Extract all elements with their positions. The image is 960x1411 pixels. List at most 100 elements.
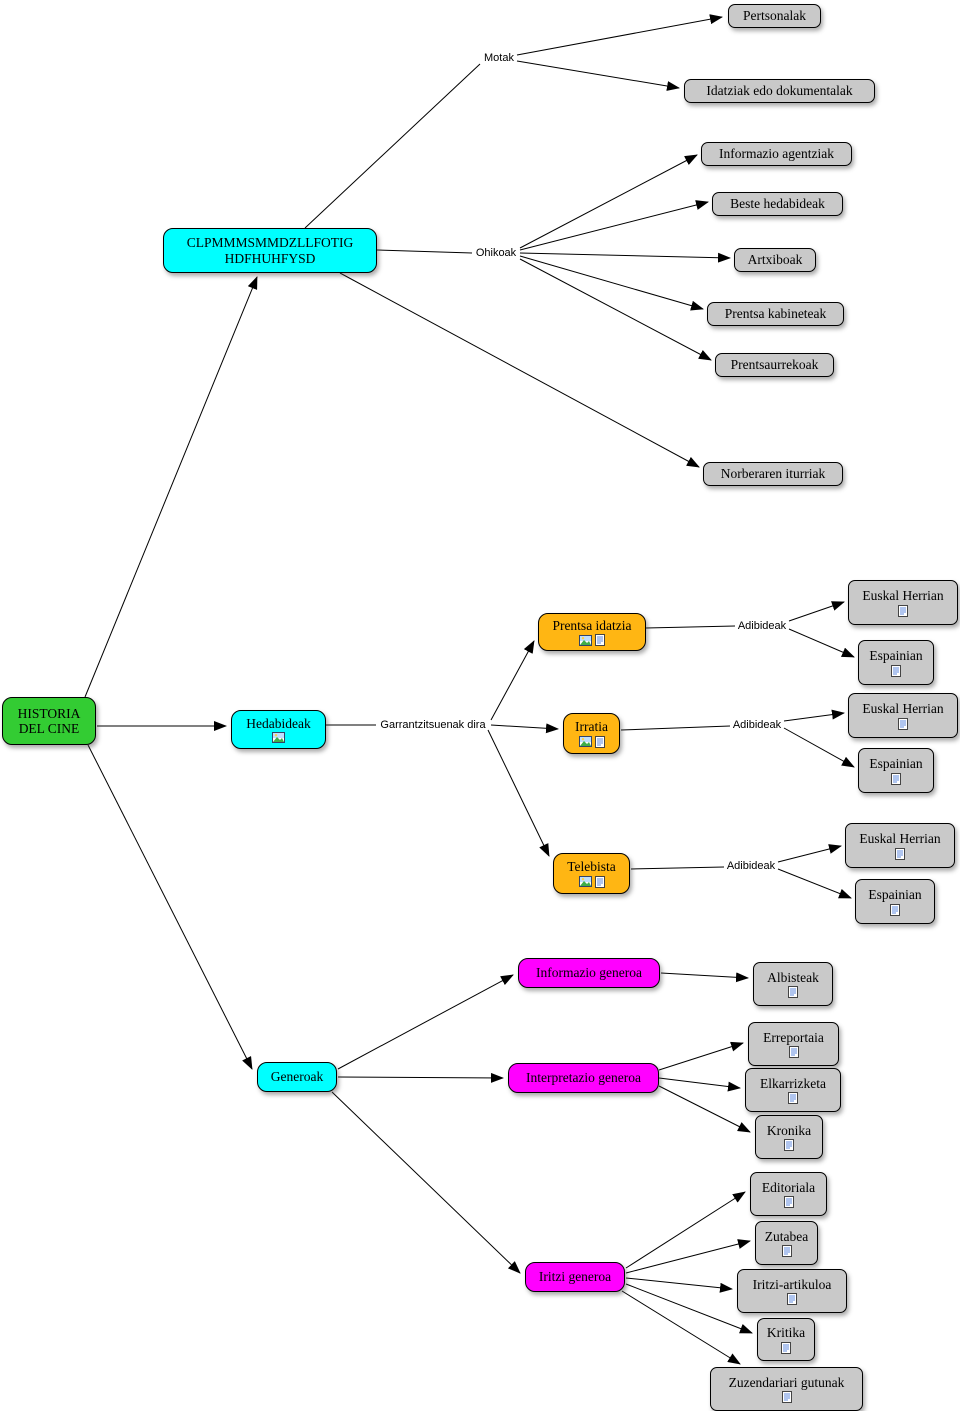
edge-line — [337, 1072, 504, 1083]
edge-line — [645, 625, 736, 629]
resource-icons — [787, 1293, 797, 1306]
document-icon[interactable] — [784, 1139, 794, 1152]
edge-line — [788, 601, 845, 622]
edge-label-ohikoak[interactable]: Ohikoak — [473, 247, 519, 259]
resource-icons — [891, 664, 901, 677]
node-informazio-generoa[interactable]: Informazio generoa — [518, 958, 660, 988]
image-icon[interactable] — [578, 876, 592, 888]
node-elkarrizketa[interactable]: Elkarrizketa — [745, 1068, 841, 1112]
edge-line — [331, 1091, 521, 1274]
edge-line — [625, 1277, 733, 1293]
edge-line — [783, 727, 855, 768]
node-iritzi-artikuloa[interactable]: Iritzi-artikuloa — [737, 1269, 847, 1313]
edge-line — [783, 709, 845, 722]
node-generoak[interactable]: Generoak — [257, 1062, 337, 1092]
node-historia-del-cine[interactable]: HISTORIA DEL CINE — [2, 697, 96, 745]
node-iritzi-generoa[interactable]: Iritzi generoa — [525, 1262, 625, 1292]
node-label: Artxiboak — [747, 252, 803, 268]
document-icon[interactable] — [594, 735, 605, 748]
node-label: Iritzi generoa — [538, 1269, 612, 1285]
node-zutabea[interactable]: Zutabea — [755, 1221, 818, 1265]
document-icon[interactable] — [891, 664, 901, 677]
node-kronika[interactable]: Kronika — [755, 1115, 823, 1159]
node-label: Informazio generoa — [535, 965, 643, 981]
resource-icons — [783, 1196, 794, 1209]
node-editoriala[interactable]: Editoriala — [750, 1172, 827, 1216]
document-icon[interactable] — [898, 717, 908, 730]
edge-label-adibideak-irratia[interactable]: Adibideak — [730, 719, 784, 731]
node-label: Telebista — [567, 859, 616, 875]
node-espainian-telebista[interactable]: Espainian — [855, 879, 935, 924]
edge-label-motak[interactable]: Motak — [482, 52, 516, 64]
document-icon[interactable] — [891, 772, 901, 785]
document-icon[interactable] — [594, 875, 605, 888]
document-icon[interactable] — [783, 1196, 794, 1209]
document-icon[interactable] — [781, 1245, 792, 1258]
edge-label-adibideak-prentsa[interactable]: Adibideak — [735, 620, 789, 632]
edge-line — [519, 258, 712, 361]
node-prentsa-kabineteak[interactable]: Prentsa kabineteak — [707, 302, 844, 326]
node-label: Prentsa idatzia — [552, 617, 632, 633]
edge-line — [516, 60, 680, 91]
document-icon[interactable] — [781, 1341, 791, 1354]
document-icon[interactable] — [781, 1391, 792, 1404]
node-label: Informazio agentziak — [718, 146, 835, 162]
resource-icons — [781, 1391, 792, 1404]
edge-line — [630, 866, 725, 870]
resource-icons — [272, 732, 285, 744]
edge-line — [621, 1290, 741, 1365]
node-norberaren-iturriak[interactable]: Norberaren iturriak — [703, 462, 843, 486]
edge-line — [490, 723, 559, 734]
document-icon[interactable] — [787, 1293, 797, 1306]
edge-line — [339, 272, 700, 468]
node-erreportaia[interactable]: Erreportaia — [748, 1022, 839, 1066]
node-interpretazio-generoa[interactable]: Interpretazio generoa — [508, 1063, 659, 1093]
edge-line — [519, 154, 698, 249]
node-label: Prentsa kabineteak — [724, 306, 827, 322]
node-label: Irratia — [575, 719, 608, 735]
node-albisteak[interactable]: Albisteak — [753, 962, 833, 1006]
image-icon[interactable] — [579, 634, 592, 646]
node-label: Iritzi-artikuloa — [752, 1276, 832, 1292]
node-artxiboak[interactable]: Artxiboak — [734, 248, 816, 272]
edge-label-garrantzitsuenak-dira[interactable]: Garrantzitsuenak dira — [378, 719, 488, 731]
node-label: Interpretazio generoa — [525, 1070, 642, 1086]
node-pertsonalak[interactable]: Pertsonalak — [728, 4, 821, 28]
node-label: Generoak — [270, 1069, 324, 1085]
image-icon[interactable] — [272, 732, 285, 744]
node-label: Espainian — [869, 648, 923, 664]
edge-line — [519, 200, 709, 251]
node-irratia[interactable]: Irratia — [563, 713, 620, 754]
edge-line — [337, 974, 514, 1070]
document-icon[interactable] — [788, 1092, 798, 1105]
node-label: Kritika — [766, 1325, 806, 1341]
node-prentsa-idatzia[interactable]: Prentsa idatzia — [538, 613, 646, 651]
document-icon[interactable] — [788, 1046, 799, 1059]
node-kritika[interactable]: Kritika — [757, 1318, 815, 1361]
document-icon[interactable] — [895, 847, 905, 860]
node-sources-topic[interactable]: CLPMMMSMMDZLLFOTIG HDFHUHFYSD — [163, 228, 377, 273]
edge-line — [490, 640, 535, 721]
node-label: Zuzendariari gutunak — [728, 1374, 845, 1390]
node-euskal-herrian-telebista[interactable]: Euskal Herrian — [845, 823, 955, 868]
resource-icons — [788, 1092, 798, 1105]
edge-label-adibideak-telebista[interactable]: Adibideak — [724, 860, 778, 872]
document-icon[interactable] — [788, 986, 798, 999]
image-icon[interactable] — [578, 736, 592, 748]
node-espainian-prentsa[interactable]: Espainian — [858, 640, 934, 685]
node-beste-hedabideak[interactable]: Beste hedabideak — [712, 192, 843, 216]
node-telebista[interactable]: Telebista — [553, 853, 630, 894]
resource-icons — [890, 903, 900, 916]
document-icon[interactable] — [890, 903, 900, 916]
node-euskal-herrian-irratia[interactable]: Euskal Herrian — [848, 693, 958, 738]
document-icon[interactable] — [595, 634, 605, 647]
node-idatziak-edo-dokumentalak[interactable]: Idatziak edo dokumentalak — [684, 79, 875, 103]
node-informazio-agentziak[interactable]: Informazio agentziak — [701, 142, 852, 166]
node-label: Espainian — [868, 887, 922, 903]
node-zuzendariari-gutunak[interactable]: Zuzendariari gutunak — [710, 1367, 863, 1411]
document-icon[interactable] — [898, 604, 908, 617]
node-prentsaurrekoak[interactable]: Prentsaurrekoak — [715, 353, 834, 377]
node-euskal-herrian-prentsa[interactable]: Euskal Herrian — [848, 580, 958, 625]
node-hedabideak[interactable]: Hedabideak — [231, 710, 326, 749]
node-espainian-irratia[interactable]: Espainian — [858, 748, 934, 793]
